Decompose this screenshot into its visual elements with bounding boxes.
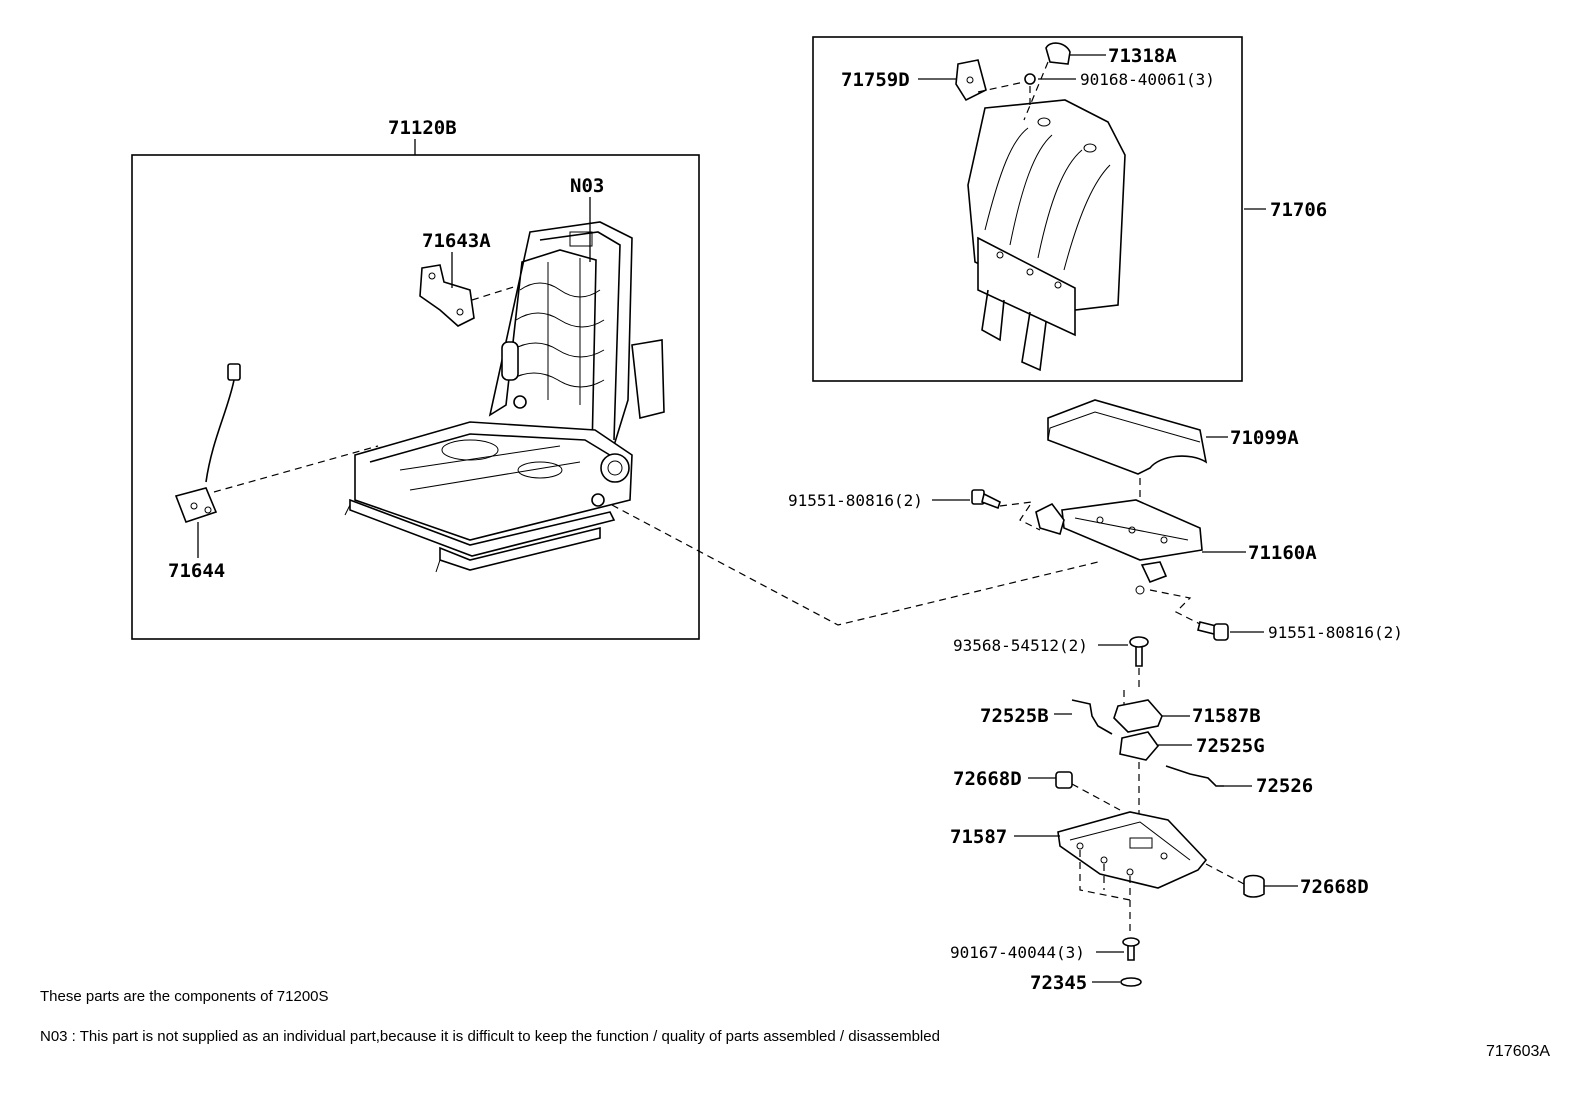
link-g-illustration: [1119, 731, 1160, 761]
cap-illustration: [1045, 42, 1071, 65]
cable-illustration: [1165, 765, 1224, 787]
label-pad: 71099A: [1230, 427, 1299, 449]
label-screw-top: 90168-40061(3): [1080, 70, 1215, 89]
label-cable: 72526: [1256, 775, 1313, 797]
components-note: These parts are the components of 71200S: [40, 988, 329, 1005]
label-cap: 71318A: [1108, 45, 1177, 67]
seatback-board-box: [812, 36, 1243, 382]
label-harness: 71644: [168, 560, 225, 582]
label-bolt-right: 91551-80816(2): [1268, 623, 1403, 642]
diagram-id: 717603A: [1486, 1043, 1551, 1060]
seatback-board-illustration: [967, 99, 1126, 372]
label-n03: N03: [570, 175, 604, 197]
base-illustration: [1057, 811, 1208, 889]
recliner-bracket-illustration: [419, 264, 475, 327]
label-bolt-left: 91551-80816(2): [788, 491, 923, 510]
label-screw-mid: 93568-54512(2): [953, 636, 1088, 655]
harness-illustration: [174, 363, 241, 524]
latch-illustration: [955, 59, 987, 102]
pad-illustration: [1047, 399, 1208, 475]
label-clip: 72345: [1030, 972, 1087, 994]
knob-left-illustration: [1055, 771, 1073, 789]
label-seatback-board: 71706: [1270, 199, 1327, 221]
label-latch: 71759D: [841, 69, 910, 91]
label-cable-b: 72525B: [980, 705, 1049, 727]
bracket-illustration: [1035, 499, 1203, 595]
seat-frame-illustration: [344, 221, 665, 573]
n03-note: N03 : This part is not supplied as an in…: [40, 1028, 940, 1045]
screw-mid-illustration: [1129, 636, 1149, 667]
screw-top-illustration: [1024, 73, 1036, 85]
label-bracket: 71160A: [1248, 542, 1317, 564]
screw-bottom-illustration: [1122, 937, 1140, 961]
cable-b-illustration: [1071, 699, 1113, 735]
knob-right-illustration: [1243, 874, 1265, 898]
label-link-g: 72525G: [1196, 735, 1265, 757]
bolt-left-illustration: [971, 489, 1001, 510]
label-cover-b: 71587B: [1192, 705, 1261, 727]
label-base: 71587: [950, 826, 1007, 848]
cover-b-illustration: [1113, 699, 1163, 733]
label-recliner: 71643A: [422, 230, 491, 252]
label-knob-right: 72668D: [1300, 876, 1369, 898]
label-screw-bottom: 90167-40044(3): [950, 943, 1085, 962]
bolt-right-illustration: [1197, 621, 1229, 641]
label-seat-assembly: 71120B: [388, 117, 457, 139]
clip-illustration: [1120, 977, 1142, 987]
label-knob-left: 72668D: [953, 768, 1022, 790]
